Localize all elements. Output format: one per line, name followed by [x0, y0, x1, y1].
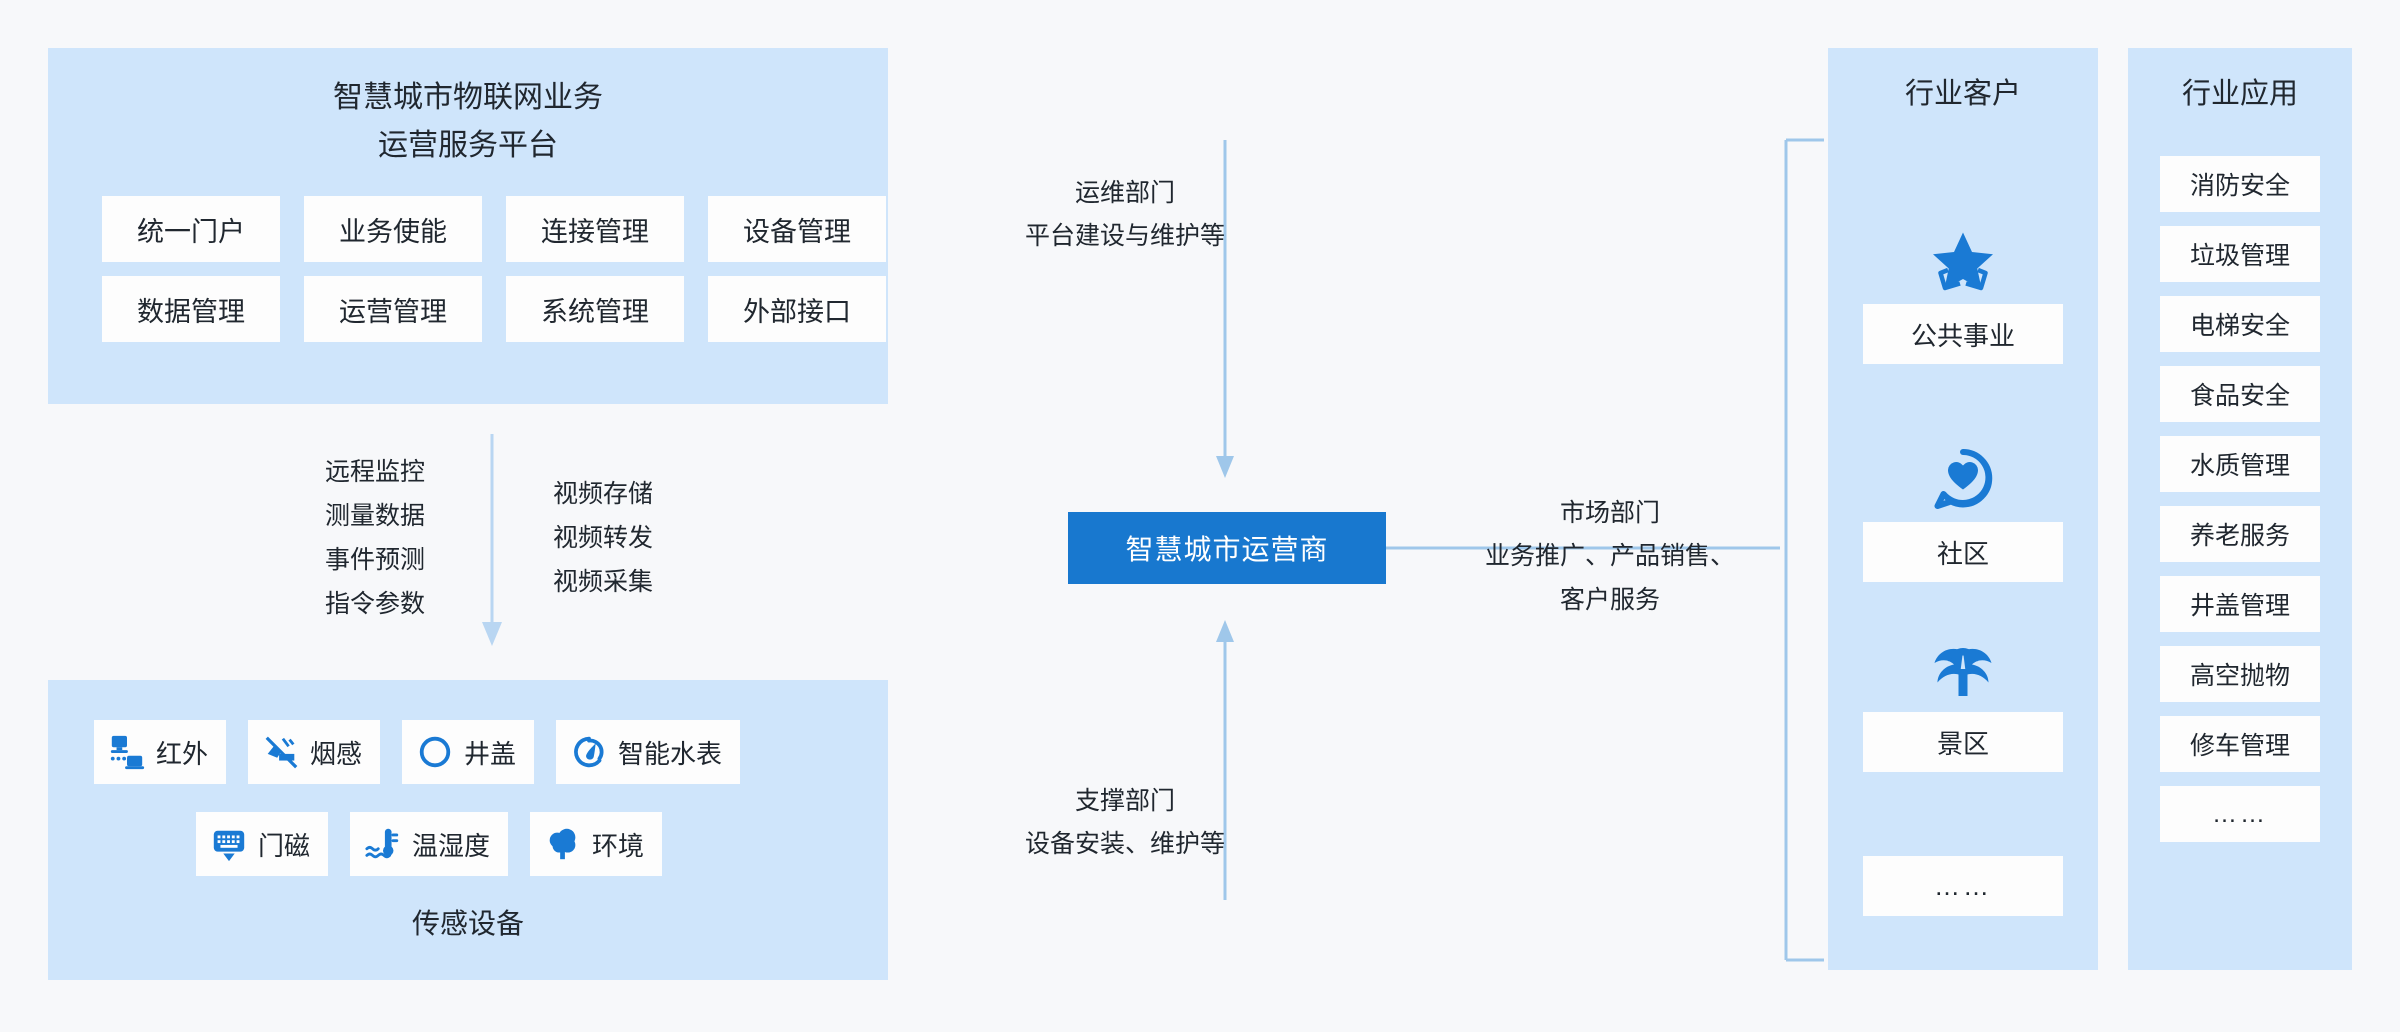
heart-chat-icon	[1934, 449, 1993, 509]
support-department-group: 支撑部门 设备安装、维护等	[960, 780, 1290, 866]
platform-title-line1: 智慧城市物联网业务	[333, 81, 603, 114]
flow-item: 测量数据	[324, 502, 425, 530]
customer-label: 景区	[1863, 712, 2063, 772]
flow-item: 视频采集	[552, 568, 653, 596]
ops-department-title: 运维部门	[1074, 179, 1175, 207]
application-item[interactable]: 修车管理	[2160, 716, 2320, 772]
flow-item: 指令参数	[324, 590, 425, 618]
application-item[interactable]: 井盖管理	[2160, 576, 2320, 632]
industry-application-panel: 行业应用 消防安全 垃圾管理 电梯安全 食品安全 水质管理 养老服务 井盖管理 …	[2128, 48, 2352, 970]
platform-module[interactable]: 数据管理	[102, 276, 280, 342]
application-item[interactable]: 电梯安全	[2160, 296, 2320, 352]
flow-item: 远程监控	[324, 458, 425, 486]
platform-module[interactable]: 业务使能	[304, 196, 482, 262]
market-department-group: 市场部门 业务推广、产品销售、 客户服务	[1430, 492, 1790, 622]
infrared-icon	[110, 735, 145, 770]
sensor-label: 井盖	[464, 738, 517, 769]
downlink-flow-list: 远程监控 测量数据 事件预测 指令参数	[300, 450, 450, 626]
customer-label: ……	[1863, 856, 2063, 916]
flow-item: 事件预测	[324, 546, 425, 574]
industry-customer-panel: 行业客户 公共事业 社区	[1828, 48, 2098, 970]
platform-panel: 智慧城市物联网业务 运营服务平台 统一门户 业务使能 连接管理 设备管理 数据管…	[48, 48, 888, 404]
support-department-desc: 设备安装、维护等	[1024, 830, 1225, 858]
flow-item: 视频存储	[552, 480, 653, 508]
star-badge-icon	[1933, 232, 1993, 291]
customer-icon-wrap	[1863, 436, 2063, 522]
palm-tree-icon	[1934, 648, 1992, 696]
smoke-detector-icon	[265, 736, 298, 769]
flow-item: 视频转发	[552, 524, 653, 552]
sensor-row-top: 红外 烟感 井盖	[94, 720, 741, 784]
water-meter-icon	[574, 736, 604, 768]
sensor-label: 温湿度	[412, 830, 491, 861]
customer-label: 公共事业	[1863, 304, 2063, 364]
platform-module[interactable]: 连接管理	[506, 196, 684, 262]
sensor-item-infrared[interactable]: 红外	[94, 720, 227, 784]
platform-module[interactable]: 设备管理	[708, 196, 886, 262]
customer-item-community[interactable]: 社区	[1863, 436, 2063, 582]
sensor-item-smoke[interactable]: 烟感	[248, 720, 381, 784]
application-item[interactable]: 水质管理	[2160, 436, 2320, 492]
application-item[interactable]: 高空抛物	[2160, 646, 2320, 702]
platform-title: 智慧城市物联网业务 运营服务平台	[48, 74, 888, 170]
customer-item-scenic-area[interactable]: 景区	[1863, 626, 2063, 772]
application-item-more[interactable]: ……	[2160, 786, 2320, 842]
sensor-item-door[interactable]: 门磁	[196, 812, 329, 876]
customer-item-public-utility[interactable]: 公共事业	[1863, 218, 2063, 364]
customer-icon-wrap	[1863, 626, 2063, 712]
industry-customer-title: 行业客户	[1904, 78, 2021, 110]
ops-department-group: 运维部门 平台建设与维护等	[960, 172, 1290, 258]
environment-tree-icon	[549, 828, 576, 860]
industry-application-list: 消防安全 垃圾管理 电梯安全 食品安全 水质管理 养老服务 井盖管理 高空抛物 …	[2160, 156, 2320, 842]
platform-module[interactable]: 统一门户	[102, 196, 280, 262]
industry-application-title: 行业应用	[2181, 78, 2298, 110]
operator-label: 智慧城市运营商	[1125, 534, 1329, 565]
customer-icon-wrap	[1863, 218, 2063, 304]
sensor-label: 门磁	[258, 830, 311, 861]
sensor-item-water-meter[interactable]: 智能水表	[556, 720, 741, 784]
application-item[interactable]: 垃圾管理	[2160, 226, 2320, 282]
customer-label: 社区	[1863, 522, 2063, 582]
temperature-humidity-icon	[365, 828, 399, 859]
platform-module[interactable]: 外部接口	[708, 276, 886, 342]
market-department-desc-line2: 客户服务	[1559, 586, 1660, 614]
ops-department-desc: 平台建设与维护等	[1024, 222, 1225, 250]
platform-title-line2: 运营服务平台	[378, 129, 558, 162]
sensor-panel-caption: 传感设备	[411, 908, 524, 939]
market-department-desc-line1: 业务推广、产品销售、	[1484, 542, 1735, 570]
sensor-label: 智能水表	[618, 738, 723, 769]
manhole-cover-icon	[419, 736, 451, 768]
platform-module[interactable]: 系统管理	[506, 276, 684, 342]
application-item[interactable]: 养老服务	[2160, 506, 2320, 562]
sensor-item-temp-humidity[interactable]: 温湿度	[350, 812, 509, 876]
support-department-title: 支撑部门	[1074, 787, 1175, 815]
platform-module[interactable]: 运营管理	[304, 276, 482, 342]
sensor-label: 烟感	[310, 738, 363, 769]
sensor-item-manhole[interactable]: 井盖	[402, 720, 535, 784]
application-item[interactable]: 消防安全	[2160, 156, 2320, 212]
sensor-label: 红外	[156, 738, 209, 769]
sensor-device-panel: 红外 烟感 井盖	[48, 680, 888, 980]
door-sensor-icon	[213, 830, 245, 862]
sensor-item-environment[interactable]: 环境	[530, 812, 663, 876]
platform-module-grid: 统一门户 业务使能 连接管理 设备管理 数据管理 运营管理 系统管理 外部接口	[102, 196, 886, 342]
customer-item-more[interactable]: ……	[1863, 856, 2063, 916]
sensor-label: 环境	[592, 830, 645, 861]
market-department-title: 市场部门	[1559, 499, 1660, 527]
application-item[interactable]: 食品安全	[2160, 366, 2320, 422]
video-flow-list: 视频存储 视频转发 视频采集	[528, 472, 678, 604]
operator-box[interactable]: 智慧城市运营商	[1068, 512, 1386, 584]
sensor-row-bottom: 门磁 温湿度	[196, 812, 663, 876]
